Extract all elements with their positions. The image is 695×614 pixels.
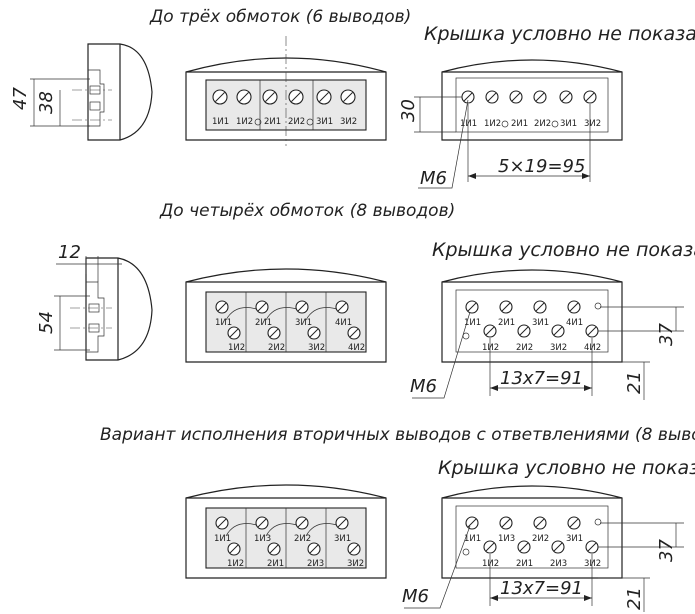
t1p-2: 1И2 [484, 119, 501, 129]
plan-view-3: 1И1 1И3 2И2 3И1 1И2 2И1 2И3 3И2 37 13x7=… [402, 485, 684, 612]
t1f-3: 2И1 [264, 117, 281, 127]
t2f-top-2: 2И1 [255, 318, 272, 328]
side-view-2: 12 54 [36, 242, 153, 361]
dim-21-b: 21 [624, 587, 645, 610]
t3f-bot-2: 2И1 [267, 559, 284, 569]
t1p-4: 2И2 [534, 119, 551, 129]
thread-m6-2: M6 [410, 376, 437, 397]
t2p-bot-2: 2И2 [516, 343, 533, 353]
t1f-6: 3И2 [340, 117, 357, 127]
dim-pitch-2: 13x7=91 [500, 368, 583, 389]
t3p-top-1: 1И1 [464, 534, 481, 544]
dim-37-a: 37 [656, 323, 677, 346]
section2-title: До четырёх обмоток (8 выводов) [159, 201, 455, 221]
t2f-bot-1: 1И2 [228, 343, 245, 353]
t1f-2: 1И2 [236, 117, 253, 127]
dim-pitch-3: 13x7=91 [500, 578, 583, 599]
section3-title: Вариант исполнения вторичных выводов с о… [100, 425, 695, 445]
t3p-bot-3: 2И3 [550, 559, 567, 569]
t3p-top-3: 2И2 [532, 534, 549, 544]
t3f-bot-1: 1И2 [227, 559, 244, 569]
t3f-top-4: 3И1 [334, 534, 351, 544]
t2p-top-2: 2И1 [498, 318, 515, 328]
dim-38: 38 [36, 91, 57, 114]
t2f-top-3: 3И1 [295, 318, 312, 328]
t2f-top-1: 1И1 [215, 318, 232, 328]
t2f-top-4: 4И1 [335, 318, 352, 328]
thread-m6-1: M6 [420, 168, 447, 189]
dim-47: 47 [10, 87, 31, 110]
cover-note-1: Крышка условно не показана [424, 23, 695, 45]
t1p-1: 1И1 [460, 119, 477, 129]
front-view-2: 1И1 2И1 3И1 4И1 1И2 2И2 3И2 4И2 [185, 268, 387, 363]
t1p-3: 2И1 [511, 119, 528, 129]
dim-54: 54 [36, 311, 57, 334]
t3f-bot-4: 3И2 [347, 559, 364, 569]
t3p-bot-1: 1И2 [482, 559, 499, 569]
t2f-bot-4: 4И2 [348, 343, 365, 353]
dim-30: 30 [398, 99, 419, 122]
t3p-top-2: 1И3 [498, 534, 515, 544]
t2f-bot-3: 3И2 [308, 343, 325, 353]
side-view-1: 47 38 [10, 43, 153, 141]
t1p-6: 3И2 [584, 119, 601, 129]
cover-note-3: Крышка условно не показана [438, 457, 695, 479]
t2p-bot-4: 4И2 [584, 343, 601, 353]
t2p-top-1: 1И1 [464, 318, 481, 328]
cover-note-2: Крышка условно не показана [432, 239, 695, 261]
t2f-bot-2: 2И2 [268, 343, 285, 353]
t3p-bot-4: 3И2 [584, 559, 601, 569]
t3p-top-4: 3И1 [566, 534, 583, 544]
dim-pitch-1: 5×19=95 [498, 156, 585, 177]
t2p-bot-1: 1И2 [482, 343, 499, 353]
t2p-top-3: 3И1 [532, 318, 549, 328]
t3f-top-2: 1И3 [254, 534, 271, 544]
section1-title: До трёх обмоток (6 выводов) [149, 7, 411, 27]
plan-view-2: 1И1 2И1 3И1 4И1 1И2 2И2 3И2 4И2 37 13x7=… [410, 269, 684, 400]
t3p-bot-2: 2И1 [516, 559, 533, 569]
dim-12: 12 [58, 242, 81, 263]
t1f-4: 2И2 [288, 117, 305, 127]
thread-m6-3: M6 [402, 586, 429, 607]
t2p-bot-3: 3И2 [550, 343, 567, 353]
t2p-top-4: 4И1 [566, 318, 583, 328]
t3f-top-1: 1И1 [214, 534, 231, 544]
t1f-1: 1И1 [212, 117, 229, 127]
t3f-bot-3: 2И3 [307, 559, 324, 569]
dim-37-b: 37 [656, 539, 677, 562]
dim-21-a: 21 [624, 371, 645, 394]
plan-view-1: 1И1 1И2 2И1 2И2 3И1 3И2 30 5×19=95 M6 [398, 59, 623, 189]
t3f-top-3: 2И2 [294, 534, 311, 544]
t1f-5: 3И1 [316, 117, 333, 127]
front-view-3: 1И1 1И3 2И2 3И1 1И2 2И1 2И3 3И2 [185, 484, 387, 579]
t1p-5: 3И1 [560, 119, 577, 129]
front-view-1: 1И1 1И2 2И1 2И2 3И1 3И2 [185, 36, 387, 146]
